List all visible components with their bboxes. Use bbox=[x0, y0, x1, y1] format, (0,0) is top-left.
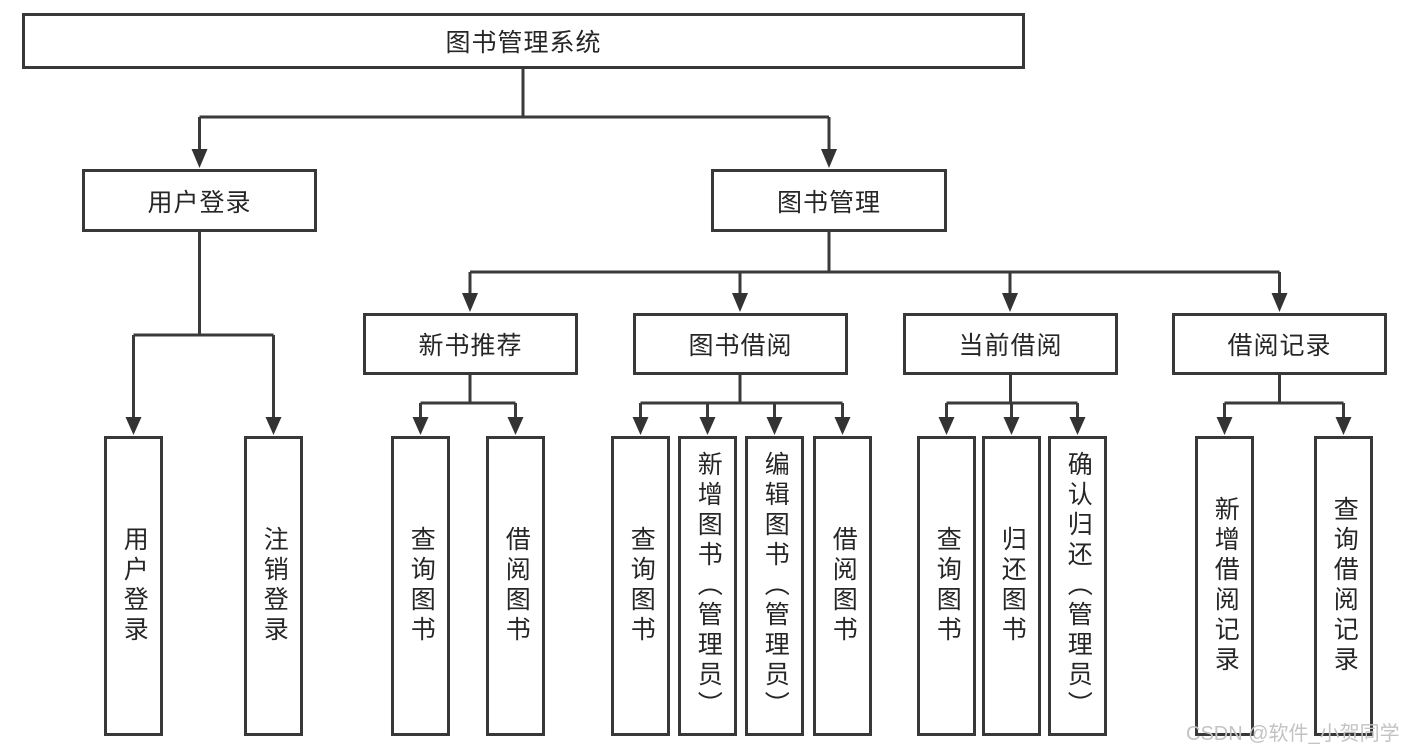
connector-book-management bbox=[462, 232, 1288, 312]
connector-user-login bbox=[125, 232, 282, 435]
leaf-query-book-current-label: 查询图书 bbox=[933, 526, 962, 646]
leaf-query-book-borrow: 查询图书 bbox=[611, 436, 670, 736]
node-root-label: 图书管理系统 bbox=[445, 29, 602, 57]
node-book-borrow: 图书借阅 bbox=[633, 313, 848, 375]
node-book-borrow-label: 图书借阅 bbox=[688, 332, 793, 360]
leaf-add-book-admin: 新增图书（管理员） bbox=[678, 436, 737, 736]
node-borrow-record: 借阅记录 bbox=[1172, 313, 1387, 375]
leaf-user-login-label: 用户登录 bbox=[120, 526, 149, 646]
node-current-borrow-label: 当前借阅 bbox=[958, 332, 1063, 360]
leaf-return-book: 归还图书 bbox=[982, 436, 1041, 736]
connector-root bbox=[191, 69, 837, 168]
leaf-borrow-book-borrow-label: 借阅图书 bbox=[829, 526, 858, 646]
leaf-query-borrow-record-label: 查询借阅记录 bbox=[1330, 496, 1359, 676]
leaf-return-book-label: 归还图书 bbox=[998, 526, 1027, 646]
leaf-edit-book-admin-label: 编辑图书（管理员） bbox=[761, 451, 790, 721]
connector-borrow-record bbox=[1216, 375, 1352, 435]
leaf-confirm-return-admin: 确认归还（管理员） bbox=[1048, 436, 1107, 736]
node-current-borrow: 当前借阅 bbox=[903, 313, 1118, 375]
leaf-user-login: 用户登录 bbox=[104, 436, 163, 736]
leaf-logout-login: 注销登录 bbox=[244, 436, 303, 736]
leaf-query-book-recommend: 查询图书 bbox=[391, 436, 450, 736]
node-new-book-recommend: 新书推荐 bbox=[363, 313, 578, 375]
leaf-logout-login-label: 注销登录 bbox=[260, 526, 289, 646]
leaf-add-book-admin-label: 新增图书（管理员） bbox=[694, 451, 723, 721]
node-user-login: 用户登录 bbox=[82, 169, 317, 232]
leaf-edit-book-admin: 编辑图书（管理员） bbox=[745, 436, 804, 736]
leaf-borrow-book-recommend-label: 借阅图书 bbox=[502, 526, 531, 646]
node-borrow-record-label: 借阅记录 bbox=[1227, 332, 1332, 360]
csdn-watermark: CSDN @软件_小贺同学 bbox=[1186, 723, 1400, 745]
leaf-query-book-recommend-label: 查询图书 bbox=[407, 526, 436, 646]
leaf-borrow-book-recommend: 借阅图书 bbox=[486, 436, 545, 736]
connector-new-book-recommend bbox=[412, 375, 524, 435]
leaf-add-borrow-record: 新增借阅记录 bbox=[1195, 436, 1254, 736]
node-new-book-recommend-label: 新书推荐 bbox=[418, 332, 523, 360]
node-book-management: 图书管理 bbox=[711, 169, 947, 232]
node-root: 图书管理系统 bbox=[22, 13, 1025, 69]
node-user-login-label: 用户登录 bbox=[147, 188, 252, 217]
leaf-add-borrow-record-label: 新增借阅记录 bbox=[1211, 496, 1240, 676]
leaf-query-borrow-record: 查询借阅记录 bbox=[1314, 436, 1373, 736]
connector-current-borrow bbox=[938, 375, 1086, 435]
leaf-query-book-borrow-label: 查询图书 bbox=[627, 526, 656, 646]
leaf-confirm-return-admin-label: 确认归还（管理员） bbox=[1064, 451, 1093, 721]
leaf-query-book-current: 查询图书 bbox=[917, 436, 976, 736]
leaf-borrow-book-borrow: 借阅图书 bbox=[813, 436, 872, 736]
node-book-management-label: 图书管理 bbox=[776, 188, 881, 217]
connector-book-borrow bbox=[632, 375, 851, 435]
